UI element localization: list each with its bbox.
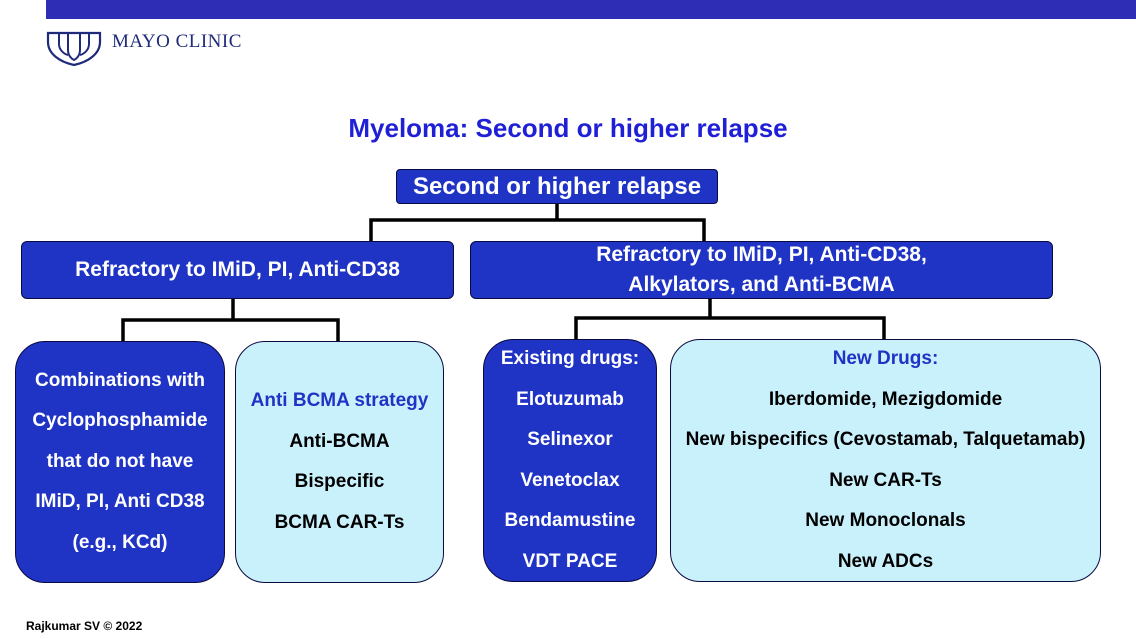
branch-refractory-triple: Refractory to IMiD, PI, Anti-CD38 — [21, 241, 454, 299]
leaf-new-drugs: New Drugs: Iberdomide, Mezigdomide New b… — [670, 339, 1101, 582]
root-label: Second or higher relapse — [412, 172, 702, 200]
leaf-cyclophosphamide-combinations: Combinations with Cyclophosphamide that … — [15, 341, 225, 583]
copyright-footer: Rajkumar SV © 2022 — [26, 619, 143, 633]
leaf-anti-bcma-strategy: Anti BCMA strategy Anti-BCMA Bispecific … — [235, 341, 444, 583]
leaf-line: New ADCs — [837, 550, 934, 572]
branch-refractory-penta: Refractory to IMiD, PI, Anti-CD38, Alkyl… — [470, 241, 1053, 299]
mayo-clinic-logo: MAYO CLINIC — [46, 30, 242, 70]
leaf-line: Combinations with — [35, 369, 205, 391]
leaf-heading: New Drugs: — [832, 348, 939, 369]
header-bar — [46, 0, 1136, 19]
leaf-line: Bispecific — [294, 471, 385, 492]
leaf-line: Iberdomide, Mezigdomide — [768, 388, 1003, 410]
leaf-line: that do not have — [46, 450, 194, 472]
branch-label-line: Refractory to IMiD, PI, Anti-CD38 — [75, 258, 400, 281]
leaf-existing-drugs: Existing drugs: Elotuzumab Selinexor Ven… — [483, 339, 657, 582]
root-node: Second or higher relapse — [396, 169, 718, 204]
leaf-line: VDT PACE — [522, 550, 618, 572]
leaf-line: Anti-BCMA — [289, 430, 390, 452]
branch-label-line: Alkylators, and Anti-BCMA — [628, 273, 895, 296]
leaf-line: Elotuzumab — [516, 388, 624, 410]
leaf-line: (e.g., KCd) — [72, 531, 168, 553]
leaf-line: Venetoclax — [520, 469, 620, 491]
leaf-line: New bispecifics (Cevostamab, Talquetamab… — [685, 429, 1086, 450]
mayo-shields-icon — [46, 31, 102, 66]
brand-name: MAYO CLINIC — [112, 31, 242, 52]
leaf-line: Cyclophosphamide — [32, 410, 208, 432]
leaf-heading: Anti BCMA strategy — [250, 390, 429, 411]
leaf-heading: Existing drugs: — [500, 348, 640, 369]
leaf-line: IMiD, PI, Anti CD38 — [35, 491, 205, 513]
leaf-line: New CAR-Ts — [829, 469, 942, 491]
page-title: Myeloma: Second or higher relapse — [348, 113, 788, 143]
leaf-line: New Monoclonals — [805, 510, 966, 531]
leaf-line: Selinexor — [527, 429, 613, 450]
branch-label-line: Refractory to IMiD, PI, Anti-CD38, — [596, 243, 927, 266]
leaf-line: BCMA CAR-Ts — [274, 511, 405, 533]
leaf-line: Bendamustine — [504, 510, 636, 531]
